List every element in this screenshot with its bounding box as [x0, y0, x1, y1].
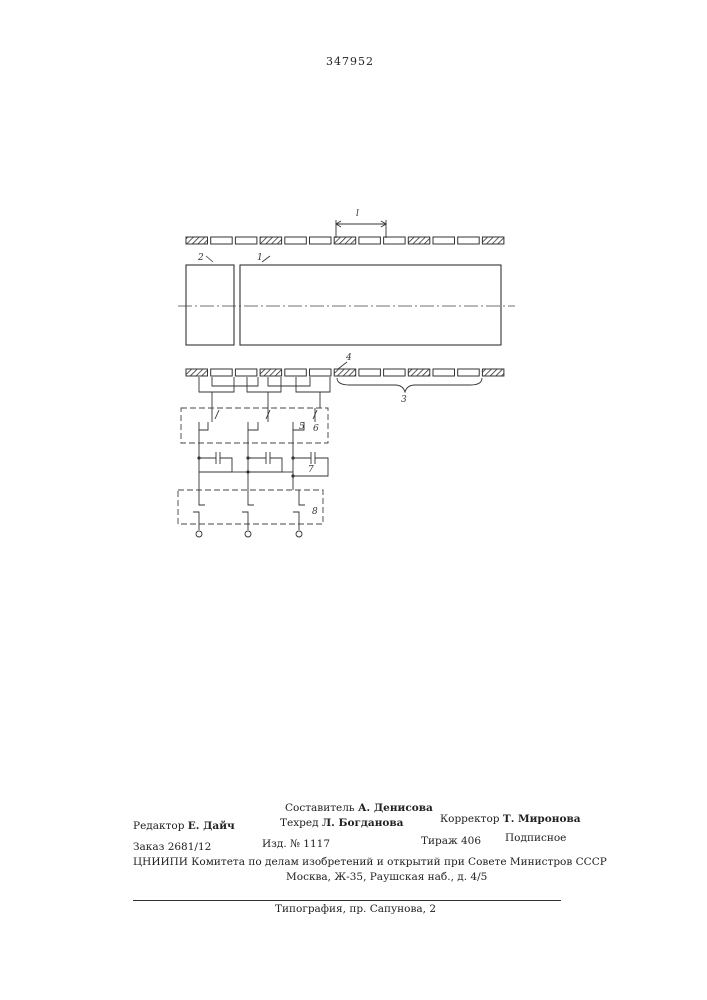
top-electrode: [458, 237, 480, 244]
bottom-electrode: [186, 369, 208, 376]
switch-block-6: [181, 408, 328, 443]
output-block-8: [178, 490, 323, 524]
compiler-line: Составитель А. Денисова: [285, 802, 433, 814]
bottom-electrode: [285, 369, 307, 376]
print-house: Типография, пр. Сапунова, 2: [275, 903, 436, 915]
editor-line: Редактор Е. Дайч: [133, 820, 235, 832]
label-l: l: [356, 209, 359, 219]
bottom-electrode: [408, 369, 430, 376]
bottom-electrode: [310, 369, 332, 376]
label-6: 6: [313, 424, 319, 434]
label-7: 7: [308, 465, 314, 475]
compiler-label: Составитель: [285, 802, 355, 814]
top-electrode: [235, 237, 257, 244]
podpisnoe: Подписное: [505, 832, 566, 844]
organization-line: ЦНИИПИ Комитета по делам изобретений и о…: [133, 856, 607, 868]
bottom-electrode: [359, 369, 381, 376]
top-electrode-row: [186, 237, 504, 244]
label-2: 2: [197, 253, 204, 263]
order-number: Заказ 2681/12: [133, 841, 211, 853]
brace-3: [337, 378, 482, 392]
top-electrode: [359, 237, 381, 244]
top-electrode: [211, 237, 233, 244]
top-electrode: [408, 237, 430, 244]
top-electrode: [310, 237, 332, 244]
izd-number: Изд. № 1117: [262, 838, 330, 850]
bottom-electrode: [260, 369, 282, 376]
top-electrode: [334, 237, 356, 244]
footer-divider: [133, 900, 561, 901]
label-3: 3: [401, 395, 407, 405]
bottom-electrode: [211, 369, 233, 376]
editor-name: Е. Дайч: [188, 820, 235, 832]
top-electrode: [285, 237, 307, 244]
label-5: 5: [299, 422, 305, 432]
nodes: [197, 456, 294, 477]
bottom-electrode: [433, 369, 455, 376]
compiler-name: А. Денисова: [358, 802, 433, 814]
techred-name: Л. Богданова: [322, 817, 404, 829]
top-electrode: [186, 237, 208, 244]
tirazh: Тираж 406: [421, 835, 481, 847]
corrector-label: Корректор: [440, 813, 500, 825]
bottom-electrode: [384, 369, 406, 376]
top-electrode: [384, 237, 406, 244]
crystal-1: [240, 265, 501, 345]
bottom-electrode: [334, 369, 356, 376]
bottom-electrode: [482, 369, 504, 376]
bottom-electrode: [235, 369, 257, 376]
label-1: 1: [257, 253, 263, 263]
top-electrode: [482, 237, 504, 244]
techred-label: Техред: [280, 817, 319, 829]
top-electrode: [260, 237, 282, 244]
block-2: [186, 265, 234, 345]
electrode-wiring: [199, 377, 330, 408]
techred-line: Техред Л. Богданова: [280, 817, 404, 829]
corrector-line: Корректор Т. Миронова: [440, 813, 581, 825]
editor-label: Редактор: [133, 820, 184, 832]
label-4: 4: [345, 353, 352, 363]
top-electrode: [433, 237, 455, 244]
label-8: 8: [312, 507, 318, 517]
address-line: Москва, Ж-35, Раушская наб., д. 4/5: [286, 871, 487, 883]
outputs: [193, 490, 305, 537]
dimension-marker: [336, 220, 386, 238]
corrector-name: Т. Миронова: [503, 813, 581, 825]
bottom-electrode-row: [186, 369, 504, 376]
bottom-electrode: [458, 369, 480, 376]
